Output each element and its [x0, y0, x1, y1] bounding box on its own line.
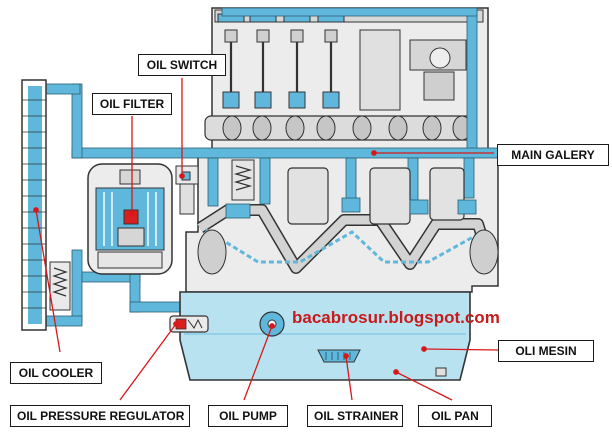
oil-pressure-regulator-part: [169, 315, 209, 333]
relief-valve: [231, 159, 255, 201]
crankshaft: [196, 167, 499, 275]
oli-mesin-label: OLI MESIN: [498, 340, 594, 362]
oil-cooler: [21, 79, 71, 331]
oil-filter-label: OIL FILTER: [92, 93, 172, 115]
oil-pressure-regulator-label: OIL PRESSURE REGULATOR: [10, 405, 190, 427]
oil-switch-label: OIL SWITCH: [138, 54, 226, 76]
oil-filter: [87, 163, 173, 275]
oil-pump-label: OIL PUMP: [208, 405, 288, 427]
oil-switch: [175, 165, 199, 215]
leader-lines: [33, 78, 499, 401]
oil-pan: [179, 291, 471, 381]
oil-strainer-part: [317, 349, 361, 363]
main-galery-label: MAIN GALERY: [497, 144, 609, 166]
oil-strainer-label: OIL STRAINER: [307, 405, 403, 427]
oil-cooler-label: OIL COOLER: [10, 362, 102, 384]
watermark-text: bacabrosur.blogspot.com: [292, 308, 500, 327]
oil-pan-label: OIL PAN: [418, 405, 492, 427]
